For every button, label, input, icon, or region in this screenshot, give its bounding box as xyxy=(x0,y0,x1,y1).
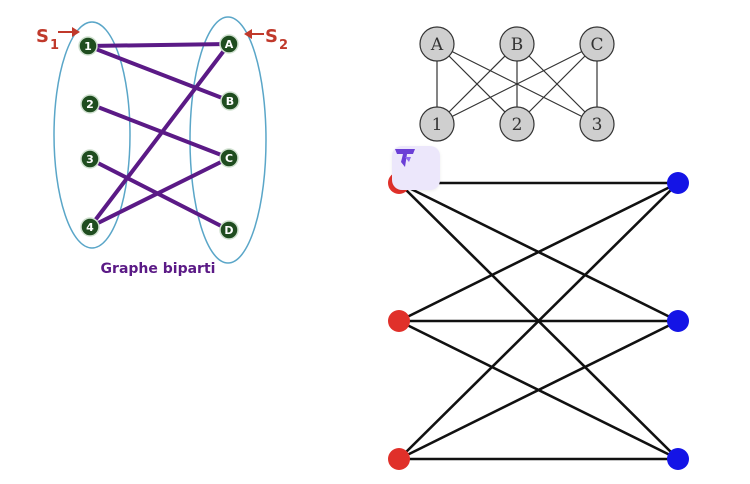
set2-ellipse xyxy=(189,16,267,264)
edge-4-A xyxy=(88,42,231,229)
node-label: 2 xyxy=(512,115,523,135)
node-circle xyxy=(219,34,239,54)
node-circle xyxy=(579,106,615,142)
app-logo-badge[interactable] xyxy=(392,146,440,190)
top-right-bipartite-diagram: A B C 1 2 3 xyxy=(419,26,615,142)
node-label: A xyxy=(430,35,444,55)
edge-4-C xyxy=(88,156,231,229)
left-edges xyxy=(86,42,232,232)
set2-label: S 2 xyxy=(265,26,288,53)
left-node-2 xyxy=(388,310,410,332)
node-2: 2 xyxy=(80,94,100,114)
node-B: B xyxy=(220,91,240,111)
set1-label: S 1 xyxy=(36,26,59,53)
node-circle xyxy=(219,148,239,168)
node-3: 3 xyxy=(579,106,615,142)
set2-label-index: 2 xyxy=(279,38,288,53)
node-C: C xyxy=(219,148,239,168)
node-circle xyxy=(219,220,239,240)
node-label: 1 xyxy=(84,40,92,53)
set1-label-letter: S xyxy=(36,26,49,47)
node-label: A xyxy=(225,38,234,51)
set1-arrow-icon xyxy=(58,27,80,37)
node-label: 4 xyxy=(86,221,94,234)
node-circle xyxy=(78,36,98,56)
node-circle xyxy=(419,26,455,62)
right-node-1 xyxy=(667,172,689,194)
set2-label-letter: S xyxy=(265,26,278,47)
edge-l3-r2 xyxy=(398,319,679,461)
node-circle xyxy=(80,217,100,237)
node-label: 2 xyxy=(86,98,94,111)
right-node-2 xyxy=(667,310,689,332)
edge-1-B xyxy=(86,44,232,103)
node-circle xyxy=(579,26,615,62)
edge-C-2 xyxy=(516,43,598,125)
node-circle xyxy=(419,106,455,142)
app-logo-icon xyxy=(395,149,415,167)
node-label: 3 xyxy=(86,153,94,166)
left-node-3 xyxy=(388,448,410,470)
node-A: A xyxy=(219,34,239,54)
node-2: 2 xyxy=(499,106,535,142)
right-node-3 xyxy=(667,448,689,470)
node-label: 1 xyxy=(432,115,443,135)
node-4: 4 xyxy=(80,217,100,237)
set2-arrow-icon xyxy=(244,29,264,39)
left-nodes: 1 2 3 4 A B C D xyxy=(78,34,240,240)
node-circle xyxy=(499,106,535,142)
node-label: C xyxy=(590,35,603,55)
left-diagram-caption: Graphe biparti xyxy=(101,261,216,277)
bottom-right-bipartite-diagram xyxy=(388,172,689,470)
node-label: B xyxy=(511,35,524,55)
edge-B-1 xyxy=(436,43,518,125)
node-3: 3 xyxy=(80,149,100,169)
set1-ellipse xyxy=(53,21,131,249)
node-B: B xyxy=(499,26,535,62)
top-right-nodes: A B C 1 2 3 xyxy=(419,26,615,142)
edge-C-1 xyxy=(436,43,598,125)
node-circle xyxy=(80,149,100,169)
node-circle xyxy=(499,26,535,62)
node-1: 1 xyxy=(419,106,455,142)
edge-l3-r1 xyxy=(398,182,679,460)
left-bipartite-diagram: S 1 S 2 1 2 3 4 A B C D Graphe biparti xyxy=(36,16,288,277)
edge-2-C xyxy=(88,102,231,160)
node-D: D xyxy=(219,220,239,240)
node-label: 3 xyxy=(592,115,603,135)
node-A: A xyxy=(419,26,455,62)
node-C: C xyxy=(579,26,615,62)
node-label: B xyxy=(226,95,234,108)
bottom-right-edges xyxy=(398,181,679,461)
node-label: D xyxy=(224,224,233,237)
node-circle xyxy=(80,94,100,114)
node-1: 1 xyxy=(78,36,98,56)
edge-l2-r1 xyxy=(398,181,679,323)
node-label: C xyxy=(225,152,233,165)
edge-1-A xyxy=(86,42,231,48)
node-circle xyxy=(220,91,240,111)
set1-label-index: 1 xyxy=(50,38,59,53)
